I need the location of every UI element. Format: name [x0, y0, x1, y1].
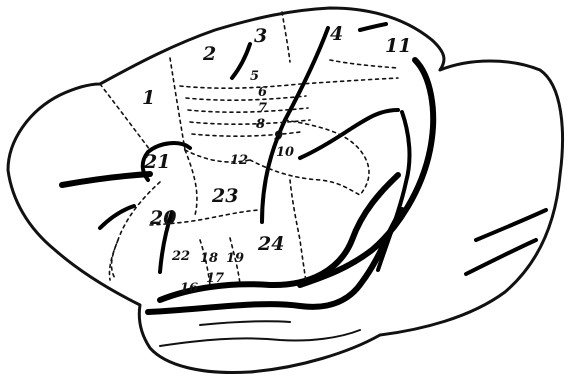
lower-gyrus-line	[160, 330, 360, 346]
boundary-line-2	[170, 58, 185, 150]
occipital-sulcus-1	[476, 210, 546, 240]
area-label-11: 11	[385, 35, 411, 57]
boundary-line-14	[290, 180, 306, 282]
principal-sulcus	[62, 174, 150, 185]
area-label-7: 7	[258, 101, 267, 116]
boundary-line-5	[186, 96, 306, 100]
precentral-sulcus	[262, 28, 328, 222]
area-label-16: 16	[180, 281, 198, 296]
area-label-18: 18	[200, 251, 218, 266]
area-label-20: 20	[149, 207, 176, 229]
area-label-2: 2	[202, 43, 216, 65]
area-label-19: 19	[226, 251, 244, 266]
posterior-sulcus	[300, 110, 398, 158]
area-label-5: 5	[250, 69, 259, 84]
area-label-1: 1	[142, 87, 155, 109]
area-label-22: 22	[171, 249, 190, 264]
boundary-line-8	[192, 132, 300, 136]
boundary-line-11	[185, 150, 197, 215]
boundary-line-9	[285, 120, 369, 195]
boundary-line-18	[330, 60, 398, 68]
temporal-lower-line	[200, 321, 290, 325]
upper-sulcus	[232, 44, 250, 78]
orbital-sulcus	[100, 206, 134, 228]
boundary-line-12	[109, 182, 160, 280]
area-label-6: 6	[258, 85, 267, 100]
central-sulcus	[300, 60, 433, 285]
area-label-3: 3	[254, 25, 267, 47]
hemisphere-outline	[8, 8, 563, 373]
boundary-line-17	[282, 12, 290, 62]
area-label-21: 21	[143, 151, 170, 173]
area-label-8: 8	[256, 117, 265, 132]
area-label-17: 17	[206, 271, 224, 286]
area-label-10: 10	[276, 145, 294, 160]
area-label-24: 24	[257, 233, 284, 255]
area-label-4: 4	[330, 23, 343, 45]
area-label-12: 12	[230, 153, 248, 168]
boundary-line-4	[180, 78, 398, 88]
area-label-23: 23	[211, 185, 238, 207]
area-label-9: 9	[274, 129, 283, 144]
superior-arc	[360, 24, 386, 30]
boundary-line-19	[112, 240, 118, 280]
